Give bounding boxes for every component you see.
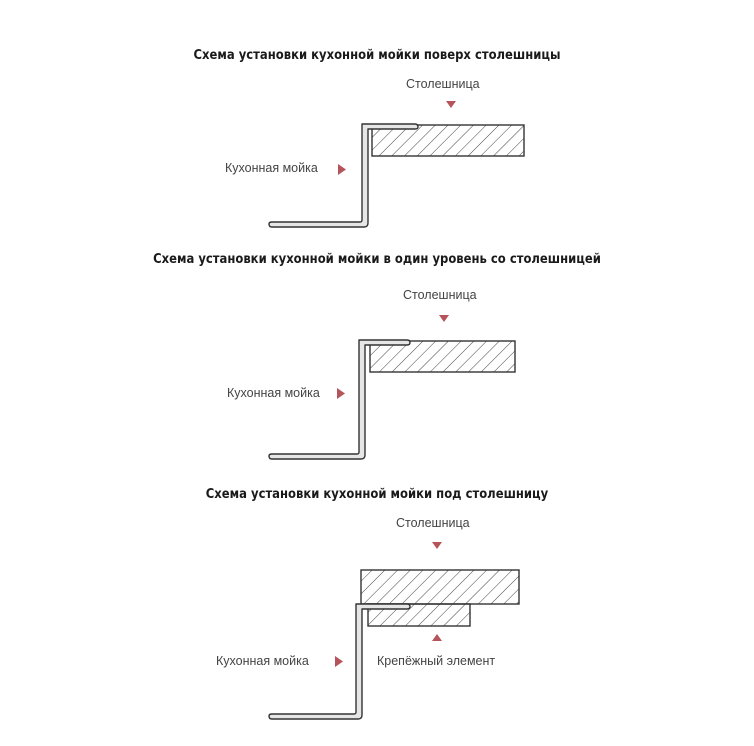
diagram-2-countertop-label: Столешница: [403, 288, 477, 302]
sink-profile: [268, 123, 419, 228]
diagram-2-title: Схема установки кухонной мойки в один ур…: [153, 251, 601, 267]
countertop-arrow: [439, 315, 449, 322]
diagram-under-countertop: [268, 542, 520, 720]
countertop: [369, 340, 516, 373]
sink-arrow: [337, 388, 345, 399]
countertop: [360, 569, 520, 605]
sink-arrow: [335, 656, 343, 667]
diagram-3-fastener-label: Крепёжный элемент: [377, 654, 496, 668]
diagram-3-sink-label: Кухонная мойка: [216, 654, 309, 668]
diagram-1-title: Схема установки кухонной мойки поверх ст…: [193, 47, 561, 63]
diagram-3-countertop-label: Столешница: [396, 516, 470, 530]
diagram-over-countertop: [268, 101, 525, 228]
countertop: [371, 124, 525, 157]
fastener-arrow: [432, 634, 442, 641]
countertop-arrow: [446, 101, 456, 108]
diagram-1-countertop-label: Столешница: [406, 77, 480, 91]
countertop-arrow: [432, 542, 442, 549]
sink-profile: [268, 603, 411, 720]
diagram-3-title: Схема установки кухонной мойки под столе…: [205, 486, 549, 502]
diagram-2-sink-label: Кухонная мойка: [227, 386, 320, 400]
sink-profile: [268, 339, 411, 460]
sink-arrow: [338, 164, 346, 175]
diagram-flush-countertop: [268, 315, 516, 460]
diagram-1-sink-label: Кухонная мойка: [225, 161, 318, 175]
